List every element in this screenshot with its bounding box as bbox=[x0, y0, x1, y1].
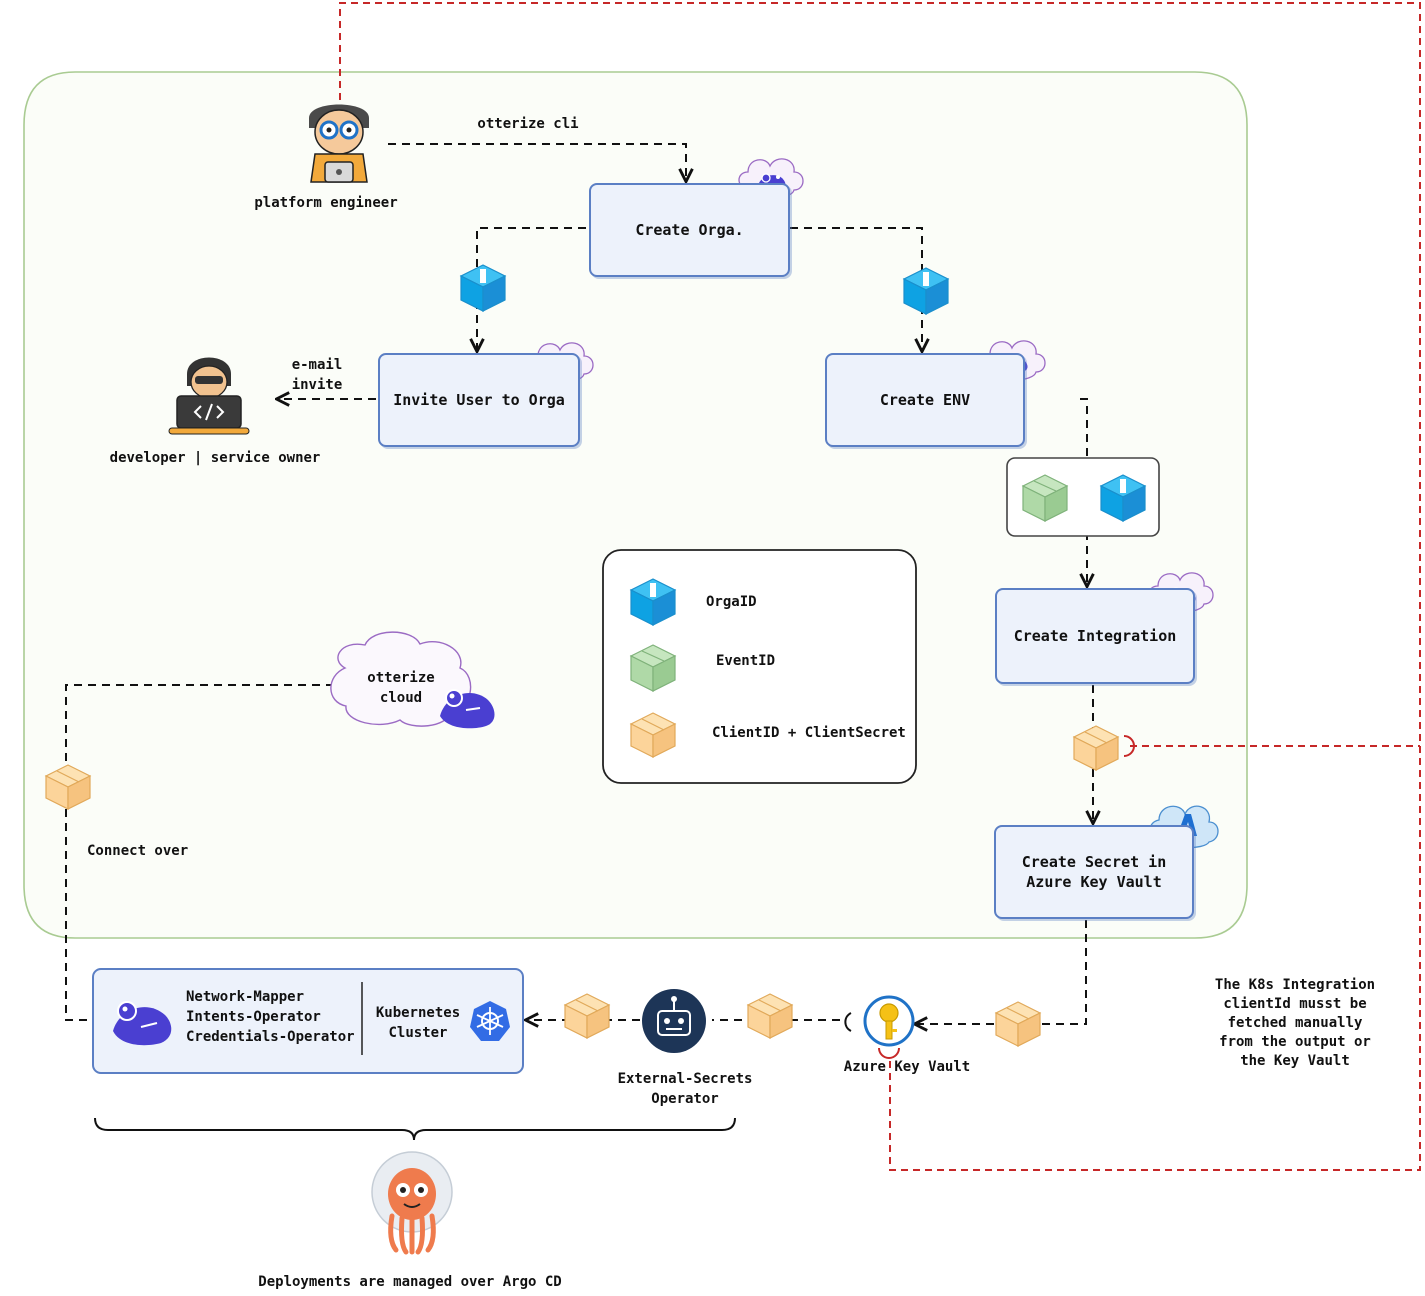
otterize-cloud-icon bbox=[330, 631, 472, 727]
invite-user-label: Invite User to Orga bbox=[393, 391, 565, 409]
manual-fetch-path bbox=[339, 2, 1421, 1171]
external-secrets-operator-icon bbox=[642, 989, 706, 1053]
cluster-box bbox=[92, 968, 524, 1074]
eso-label: External-Secrets Operator bbox=[617, 1071, 753, 1107]
create-secret-label: Create Secret in Azure Key Vault bbox=[1021, 853, 1167, 891]
cluster-components-label: Network-Mapper Intents-Operator Credenti… bbox=[186, 989, 355, 1045]
otter-logo-icon bbox=[113, 1001, 172, 1046]
otter-mascot-icon bbox=[440, 689, 495, 729]
cli-label: otterize cli bbox=[477, 116, 579, 132]
create-integration-step: Create Integration bbox=[995, 588, 1195, 684]
developer-avatar bbox=[168, 357, 250, 435]
argo-cd-icon bbox=[371, 1151, 453, 1255]
legend-client-label: ClientID + ClientSecret bbox=[712, 725, 906, 741]
email-invite-label: e-mail invite bbox=[291, 357, 343, 393]
create-orga-step: Create Orga. bbox=[589, 183, 790, 277]
key-vault-icon bbox=[844, 995, 915, 1059]
secret-to-keyvault-arrow bbox=[916, 920, 1087, 1024]
otterize-cloud-label: otterize cloud bbox=[367, 670, 435, 706]
argo-brace bbox=[94, 1117, 736, 1141]
invite-user-step: Invite User to Orga bbox=[378, 353, 580, 447]
connect-over-label: Connect over bbox=[87, 843, 189, 859]
developer-label: developer | service owner bbox=[109, 450, 321, 466]
platform-engineer-label: platform engineer bbox=[254, 195, 398, 211]
platform-engineer-avatar bbox=[309, 104, 369, 183]
manual-fetch-note: The K8s Integration clientId musst be fe… bbox=[1214, 977, 1376, 1069]
client-credentials-box-icon bbox=[564, 993, 610, 1039]
legend-eventid-label: EventID bbox=[716, 653, 776, 669]
kubernetes-icon bbox=[470, 1001, 510, 1041]
key-vault-label: Azure Key Vault bbox=[843, 1059, 971, 1075]
cli-arrow bbox=[388, 143, 686, 180]
cloud-connect-line bbox=[65, 684, 334, 1021]
create-integration-label: Create Integration bbox=[1013, 627, 1177, 645]
create-orga-label: Create Orga. bbox=[635, 221, 744, 239]
legend-panel bbox=[602, 549, 917, 784]
create-secret-step: Create Secret in Azure Key Vault bbox=[994, 825, 1194, 919]
create-env-label: Create ENV bbox=[879, 391, 971, 409]
argo-label: Deployments are managed over Argo CD bbox=[258, 1274, 562, 1290]
legend-orgaid-label: OrgaID bbox=[706, 594, 757, 610]
cluster-label: Kubernetes Cluster bbox=[375, 1005, 461, 1041]
client-credentials-box-icon bbox=[995, 1001, 1041, 1047]
create-env-step: Create ENV bbox=[825, 353, 1025, 447]
client-credentials-box-icon bbox=[747, 993, 793, 1039]
